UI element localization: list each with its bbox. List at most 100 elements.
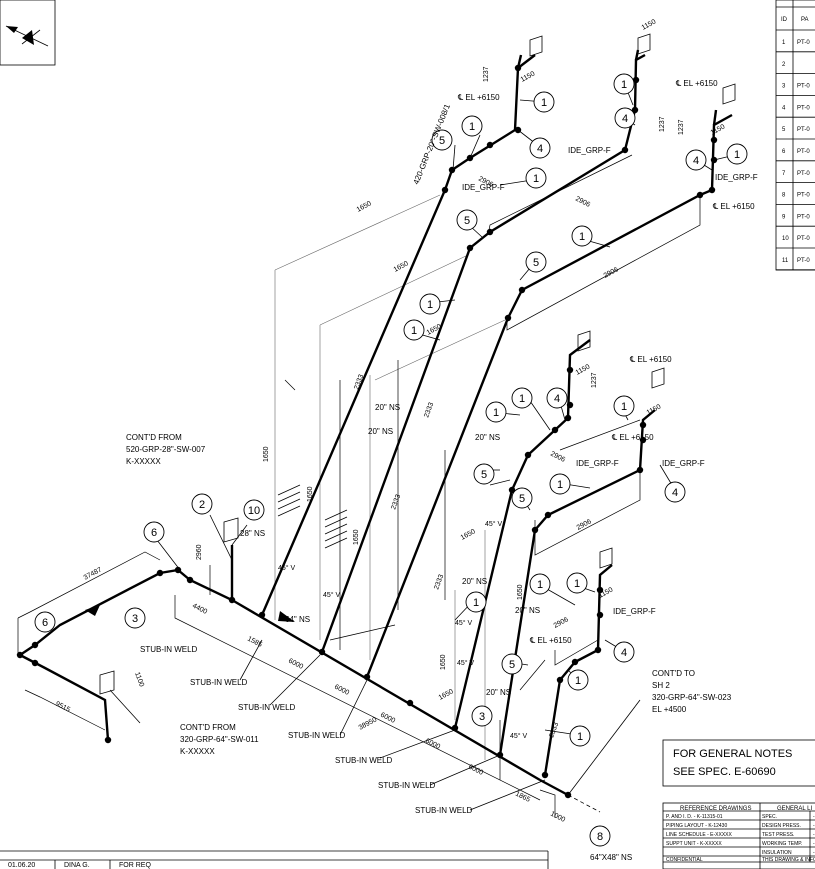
weld-dot [448,166,456,174]
weld-dot [514,64,522,72]
weld-dot [228,596,236,604]
dim-1650-f: 1650 [353,529,360,545]
table-row-id: 9 [782,214,786,220]
dim-2333-c: 2333 [390,494,402,511]
construction-lines [274,194,506,760]
callout-number: 1 [533,173,539,185]
callout-bubble [525,251,547,273]
elevation-5: ℄ EL +6150 [611,433,654,442]
callout-bubble [589,825,611,847]
weld-dot [541,771,549,779]
callout-bubble [465,591,487,613]
ref-row-drawing: SUPPT UNIT - K-XXXXX [666,841,722,847]
ns-label-4: 20" NS [462,577,487,586]
weld-dot [486,141,494,149]
dim-1650-a: 1650 [356,200,373,214]
ns-label-6: 20" NS [486,688,511,697]
callout-bubble [471,705,493,727]
stub-in-weld-3: STUB-IN WELD [238,703,296,712]
stub-in-weld-4: STUB-IN WELD [288,731,346,740]
callout-number: 5 [464,215,470,227]
cont-to-l3: 320-GRP-64"-SW-023 [652,693,732,702]
callout-bubble [143,521,165,543]
callout-bubble [569,725,591,747]
callout-bubble [613,73,635,95]
dim-1150-e: 1150 [646,403,663,416]
ref-row-drawing: PIPING LAYOUT - K-12430 [666,823,727,829]
callout-bubble [191,493,213,515]
weld-dot [524,451,532,459]
stub-in-weld-5: STUB-IN WELD [335,756,393,765]
weld-dot [156,569,164,577]
weld-dot [451,724,459,732]
weld-dot [186,576,194,584]
dim-1150-c: 1150 [710,123,727,136]
weld-dot [174,566,182,574]
dim-2906-f: 2906 [553,616,570,630]
weld-dot [639,436,647,444]
weld-dot [621,146,629,154]
table-row-id: 2 [782,62,786,68]
callout-number: 1 [427,299,433,311]
callout-number: 1 [557,479,563,491]
dim-2906-c: 2906 [603,266,620,280]
angle-45-c: 45° V [455,619,473,627]
ref-row-drawing: CONFIDENTIAL [666,857,703,863]
ref-row-param: WORKING TEMP. [762,841,802,847]
callout-bubble [549,473,571,495]
table-row-id: 1 [782,40,786,46]
table-row-part: PT-0 [797,236,810,242]
weld-dots [16,64,718,799]
stub-in-weld-2: STUB-IN WELD [190,678,248,687]
ns-label-1: 20" NS [375,403,400,412]
weld-dot [258,611,266,619]
table-row-part: PT-0 [797,258,810,264]
ide-label-5: IDE_GRP-F [662,459,705,468]
dim-4400: 4400 [191,603,208,616]
callout-bubble [403,319,425,341]
cont-to-l1: CONT'D TO [652,669,695,678]
dim-2333-b: 2333 [423,402,435,419]
dim-6000-c: 6000 [379,712,396,725]
callout-number: 1 [577,731,583,743]
table-row-part: PT-0 [797,84,810,90]
table-row-id: 11 [782,258,789,264]
table-row-id: 6 [782,149,786,155]
weld-dot [31,641,39,649]
callout-number: 5 [519,493,525,505]
ns-label-64: 64" NS [285,615,310,624]
elevation-2: ℄ EL +6150 [675,79,718,88]
angle-45-a: 45° V [278,564,296,572]
ref-header-right: GENERAL LI [777,806,812,812]
weld-dot [466,244,474,252]
flow-arrows [85,605,295,622]
callout-bubble [614,107,636,129]
callout-number: 3 [132,613,138,625]
dim-1100: 1100 [133,671,145,688]
ns-label-3: 20" NS [475,433,500,442]
stub-in-weld-1: STUB-IN WELD [140,645,198,654]
dimension-lines [17,154,701,818]
callout-number: 5 [509,659,515,671]
dim-1585: 1585 [246,636,263,649]
dim-9515: 9515 [54,701,71,714]
dim-1237-b: 1237 [659,116,666,132]
callout-number: 1 [621,79,627,91]
cont-from-bottom-l1: CONT'D FROM [180,723,236,732]
weld-dot [556,676,564,684]
ref-row-value: - [813,850,815,856]
table-row-part: PT-0 [797,127,810,133]
weld-dot [544,511,552,519]
callout-number: 10 [248,505,260,517]
table-row-id: 10 [782,236,789,242]
stub-in-weld-7: STUB-IN WELD [415,806,473,815]
revision-date: 01.06.20 [8,862,35,869]
table-row-part: PT-0 [797,40,810,46]
dim-1650-g: 1650 [460,528,477,542]
callout-bubble [485,401,507,423]
dim-1650-e: 1650 [307,486,314,502]
callout-bubble [525,167,547,189]
